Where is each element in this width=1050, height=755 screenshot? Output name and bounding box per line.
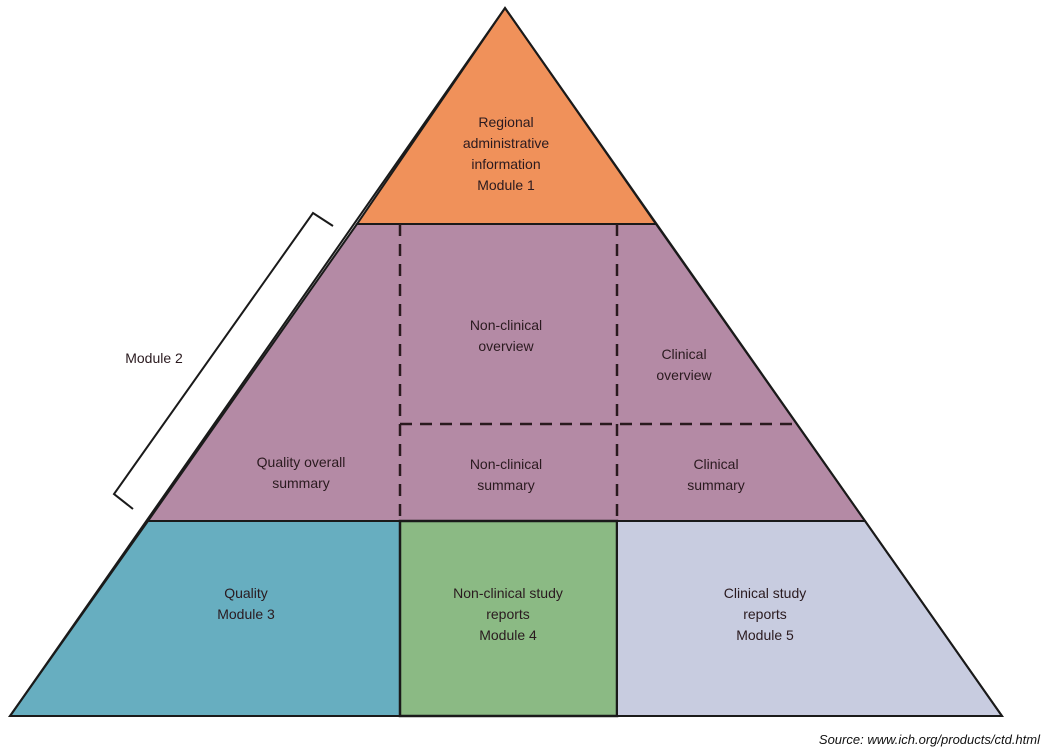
module3-region bbox=[8, 520, 401, 717]
pyramid-outline bbox=[8, 6, 1004, 717]
quality-overall-summary-label: Quality overall summary bbox=[257, 454, 346, 491]
label-line: Clinical study bbox=[724, 585, 806, 601]
label-line: Clinical bbox=[661, 346, 706, 362]
label-line: reports bbox=[486, 606, 530, 622]
label-line: overview bbox=[478, 338, 534, 354]
label-line: Module 4 bbox=[479, 627, 537, 643]
module5-region bbox=[616, 520, 1004, 717]
label-line: Regional bbox=[478, 114, 533, 130]
label-line: reports bbox=[743, 606, 787, 622]
module2-bracket bbox=[112, 211, 334, 510]
module2-bracket-label: Module 2 bbox=[125, 350, 183, 366]
label-line: summary bbox=[272, 475, 330, 491]
label-line: Quality overall bbox=[257, 454, 346, 470]
label-line: summary bbox=[687, 477, 745, 493]
label-line: information bbox=[471, 156, 540, 172]
clinical-overview-label: Clinical overview bbox=[656, 346, 712, 383]
label-line: Module 5 bbox=[736, 627, 794, 643]
nonclinical-summary-label: Non-clinical summary bbox=[470, 456, 542, 493]
label-line: Non-clinical study bbox=[453, 585, 563, 601]
source-note: Source: www.ich.org/products/ctd.html bbox=[819, 732, 1041, 747]
label-line: summary bbox=[477, 477, 535, 493]
nonclinical-overview-label: Non-clinical overview bbox=[470, 317, 542, 354]
label-line: administrative bbox=[463, 135, 550, 151]
label-line: Non-clinical bbox=[470, 456, 542, 472]
label-line: overview bbox=[656, 367, 712, 383]
label-line: Quality bbox=[224, 585, 268, 601]
label-line: Clinical bbox=[693, 456, 738, 472]
label-line: Module 3 bbox=[217, 606, 275, 622]
label-line: Non-clinical bbox=[470, 317, 542, 333]
clinical-summary-label: Clinical summary bbox=[687, 456, 745, 493]
label-line: Module 1 bbox=[477, 177, 535, 193]
